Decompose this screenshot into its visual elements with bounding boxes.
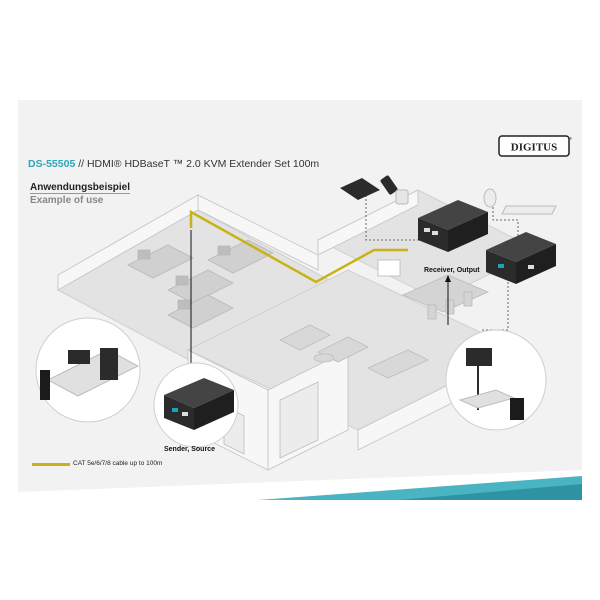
doors (223, 381, 319, 459)
meeting-room (377, 259, 490, 320)
usb-stick (380, 175, 409, 205)
zoom-display (445, 329, 547, 431)
svg-text:DIGITUS: DIGITUS (511, 142, 557, 154)
receiver-unit-usb (418, 200, 488, 252)
section-title-rule (30, 193, 130, 194)
digitus-logo: DIGITUS ® (498, 135, 572, 157)
smartphone-device (340, 178, 380, 200)
section-title-en: Example of use (30, 195, 104, 206)
cable-legend-text: CAT 5e/6/7/8 cable up to 100m (73, 460, 163, 467)
office-scene (35, 175, 557, 471)
cable-legend-swatch (32, 463, 70, 466)
header-title: DS-55505 // HDMI® HDBaseT ™ 2.0 KVM Exte… (28, 158, 319, 170)
receiver-label: Receiver, Output (424, 267, 480, 274)
peripherals-link (365, 195, 420, 241)
keyboard (501, 205, 557, 215)
lounge-furniture (279, 324, 429, 379)
receiver-to-display (480, 270, 509, 331)
sender-label: Sender, Source (164, 446, 215, 453)
input-link (492, 195, 519, 240)
receiver-unit-output (486, 232, 556, 284)
mouse (483, 188, 497, 208)
product-title: HDMI® HDBaseT ™ 2.0 KVM Extender Set 100… (86, 158, 320, 170)
office-desks (127, 239, 274, 329)
cat-cable (189, 209, 408, 284)
svg-text:®: ® (569, 136, 572, 141)
zoom-workstation (35, 317, 141, 423)
sender-unit (153, 362, 239, 448)
section-title-de: Anwendungsbeispiel (30, 182, 131, 193)
product-code: DS-55505 (28, 158, 76, 170)
decorative-band (18, 470, 582, 500)
title-separator: // (78, 158, 85, 170)
